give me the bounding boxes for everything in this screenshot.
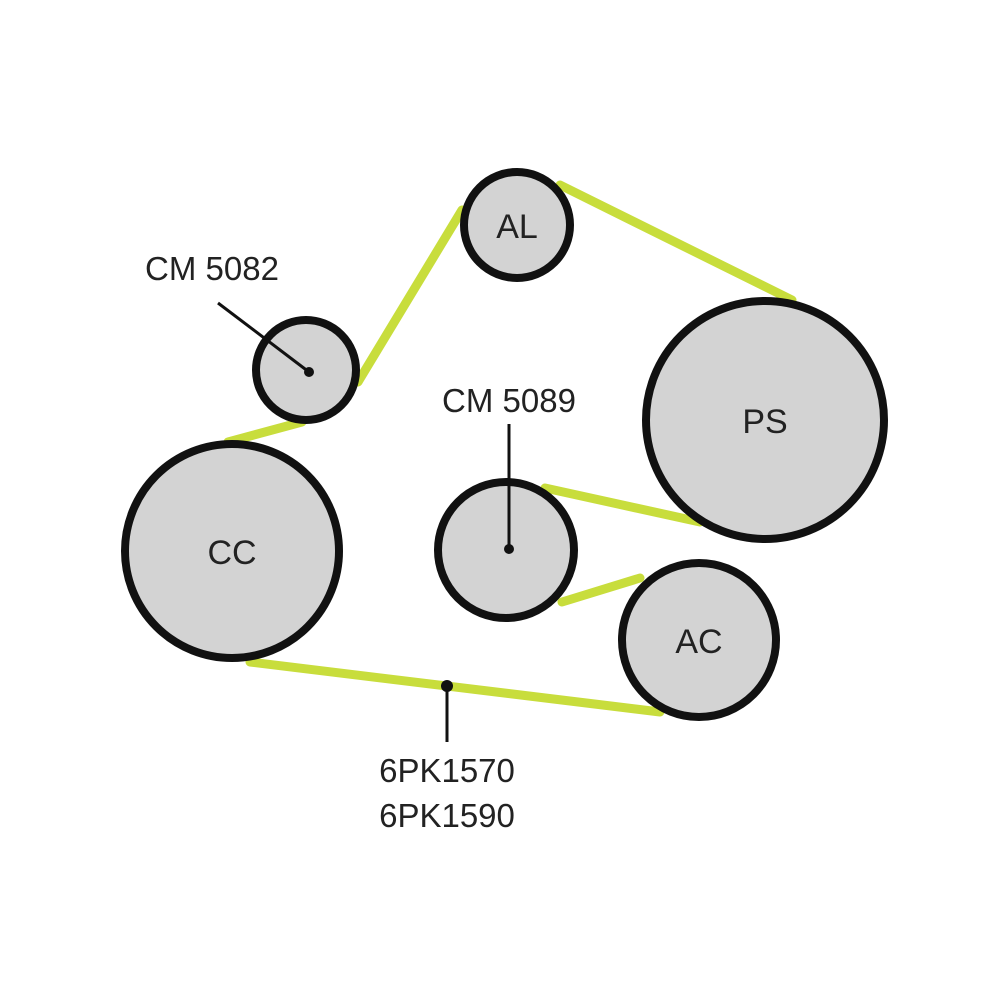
callout-text-belt-line1: 6PK1570 xyxy=(379,752,515,789)
callout-text-idler-upper: CM 5082 xyxy=(145,250,279,287)
callout-text-tensioner: CM 5089 xyxy=(442,382,576,419)
callout-belt: 6PK1570 6PK1590 xyxy=(379,680,515,834)
pulley-ac-body xyxy=(618,559,780,721)
leader-dot-tensioner xyxy=(504,544,514,554)
leader-line-idler-upper xyxy=(217,301,310,374)
pulley-ac-label: AC xyxy=(675,623,722,661)
pulley-al-label: AL xyxy=(496,208,538,246)
belt-segment-ac-cc xyxy=(245,657,665,717)
pulley-ac: AC xyxy=(618,559,780,721)
pulley-cc: CC xyxy=(121,440,343,662)
belt-segment-al-ps xyxy=(555,180,797,305)
callout-text-belt-line2: 6PK1590 xyxy=(379,797,515,834)
belt xyxy=(223,180,797,717)
pulley-ps: PS xyxy=(642,297,888,543)
pulley-al: AL xyxy=(460,168,574,282)
belt-segment-tensioner-ac xyxy=(557,573,645,607)
belt-segment-ps-tensioner xyxy=(540,483,705,527)
belt-segment-cc-idler xyxy=(223,417,307,447)
pulley-cc-label: CC xyxy=(207,534,256,572)
callout-idler-upper: CM 5082 xyxy=(145,250,314,377)
pulley-ps-label: PS xyxy=(742,403,787,441)
pulley-cc-body xyxy=(121,440,343,662)
callout-tensioner: CM 5089 xyxy=(442,382,576,554)
pulley-al-body xyxy=(460,168,574,282)
belt-segment-idler-al xyxy=(353,205,467,387)
pulley-ps-body xyxy=(642,297,888,543)
leader-dot-idler-upper xyxy=(304,367,314,377)
